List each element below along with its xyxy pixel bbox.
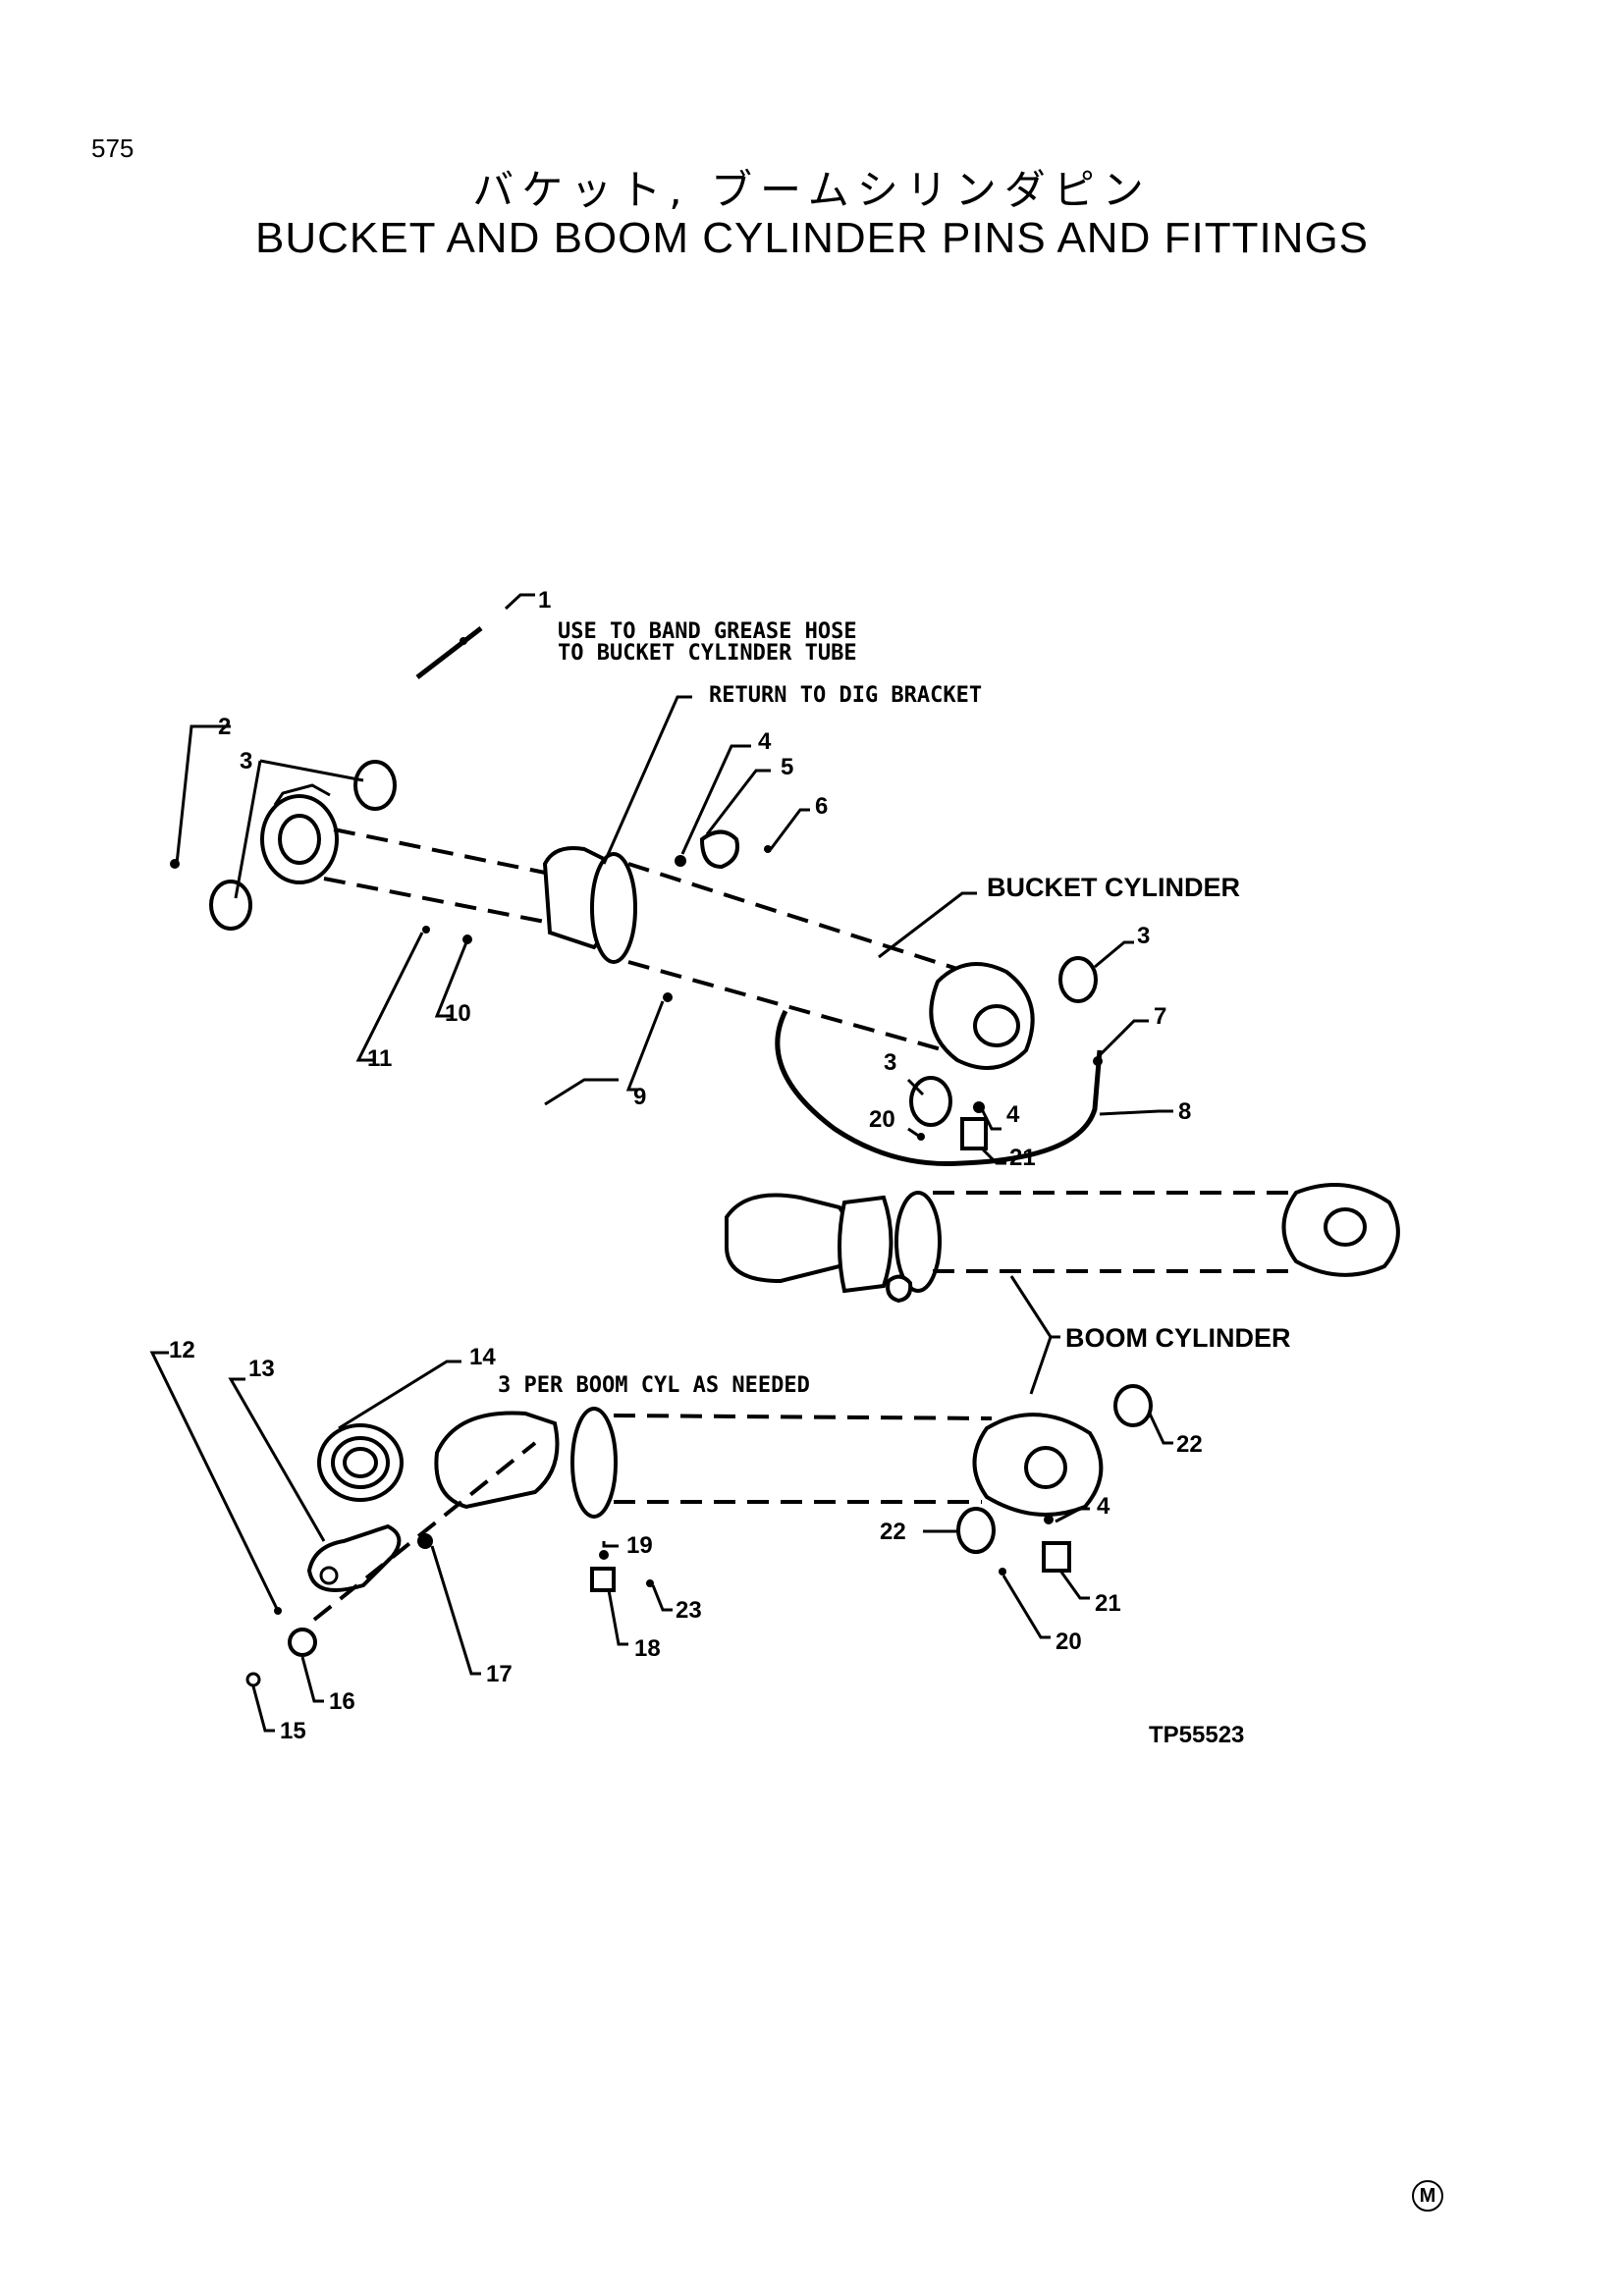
- boom-cylinder-lower: [306, 1407, 1104, 1622]
- callout-19: 19: [626, 1532, 653, 1559]
- part-20-fitting-b: [999, 1568, 1006, 1575]
- callout-16: 16: [329, 1688, 355, 1715]
- part-3-ring-a: [353, 760, 397, 811]
- callout-11: 11: [367, 1045, 392, 1072]
- manufacturer-mark: M: [1412, 2180, 1443, 2212]
- note-per-boom: 3 PER BOOM CYL AS NEEDED: [498, 1373, 810, 1398]
- part-7-fitting: [1093, 1056, 1103, 1066]
- label-boom-cylinder: BOOM CYLINDER: [1065, 1323, 1291, 1353]
- page-number: 575: [91, 133, 135, 163]
- callout-17: 17: [486, 1661, 513, 1687]
- part-4-fitting-c: [1044, 1515, 1054, 1524]
- callout-20-b: 20: [1056, 1629, 1082, 1655]
- callout-21-b: 21: [1095, 1590, 1121, 1617]
- part-21-elbow-a: [960, 1117, 988, 1150]
- note-band-line1: USE TO BAND GREASE HOSE: [558, 619, 857, 644]
- part-22-ring-b: [956, 1507, 996, 1554]
- callout-1: 1: [538, 587, 551, 614]
- leader-boom-cylinder-b: [1029, 1336, 1053, 1395]
- part-3-ring-d: [909, 1076, 952, 1127]
- callout-3-c: 3: [884, 1049, 896, 1076]
- part-19-fitting: [599, 1550, 609, 1560]
- part-3-ring-b: [209, 880, 252, 931]
- callout-23: 23: [676, 1597, 702, 1624]
- callout-18: 18: [634, 1635, 661, 1662]
- callout-5: 5: [781, 754, 793, 780]
- callout-8: 8: [1178, 1098, 1191, 1125]
- bucket-cylinder-drawing: [260, 783, 1103, 1167]
- part-23-fitting: [646, 1579, 654, 1587]
- part-6-fitting: [764, 845, 772, 853]
- part-10-nut: [462, 934, 472, 944]
- callout-14: 14: [469, 1344, 496, 1370]
- callout-12: 12: [169, 1337, 195, 1363]
- part-22-ring-a: [1113, 1384, 1153, 1427]
- part-16-washer: [288, 1628, 317, 1657]
- callout-4-a: 4: [758, 728, 772, 755]
- note-band-line2: TO BUCKET CYLINDER TUBE: [558, 641, 857, 666]
- callout-3-a: 3: [240, 748, 252, 774]
- callout-3-b: 3: [1137, 923, 1150, 949]
- callout-10: 10: [445, 1000, 471, 1027]
- callout-6: 6: [815, 793, 828, 820]
- leader-lines-bucket: [175, 695, 1173, 1165]
- title-japanese: バケット, ブームシリンダピン: [472, 166, 1152, 214]
- part-18-elbow: [590, 1567, 616, 1592]
- callout-22-a: 22: [1176, 1431, 1203, 1458]
- leader-boom-cylinder: [1009, 1275, 1060, 1339]
- boom-cylinder-upper: [725, 1183, 1400, 1304]
- part-4-fitting-a: [675, 855, 686, 867]
- callout-4-c: 4: [1097, 1493, 1110, 1520]
- callout-21-a: 21: [1009, 1145, 1036, 1171]
- part-11-bolt: [422, 926, 430, 934]
- title-english: BUCKET AND BOOM CYLINDER PINS AND FITTIN…: [254, 214, 1370, 262]
- callout-22-b: 22: [880, 1519, 906, 1545]
- part-5-cap: [699, 829, 739, 870]
- leader-lines-boom: [149, 1351, 1173, 1733]
- part-9-clamp: [663, 992, 673, 1002]
- callout-13: 13: [248, 1356, 275, 1382]
- part-15-fitting: [245, 1672, 261, 1687]
- figure-id: TP55523: [1149, 1722, 1244, 1748]
- part-3-ring-c: [1058, 956, 1098, 1003]
- callout-4-b: 4: [1006, 1101, 1020, 1128]
- callout-20-a: 20: [869, 1106, 895, 1133]
- part-21-elbow-b: [1042, 1541, 1071, 1573]
- label-bucket-cylinder: BUCKET CYLINDER: [987, 873, 1240, 902]
- part-1-band: [415, 593, 535, 679]
- callout-2: 2: [218, 714, 231, 740]
- callout-9: 9: [633, 1084, 646, 1110]
- callout-15: 15: [280, 1718, 306, 1744]
- callout-7: 7: [1154, 1003, 1166, 1030]
- note-return: RETURN TO DIG BRACKET: [709, 683, 982, 708]
